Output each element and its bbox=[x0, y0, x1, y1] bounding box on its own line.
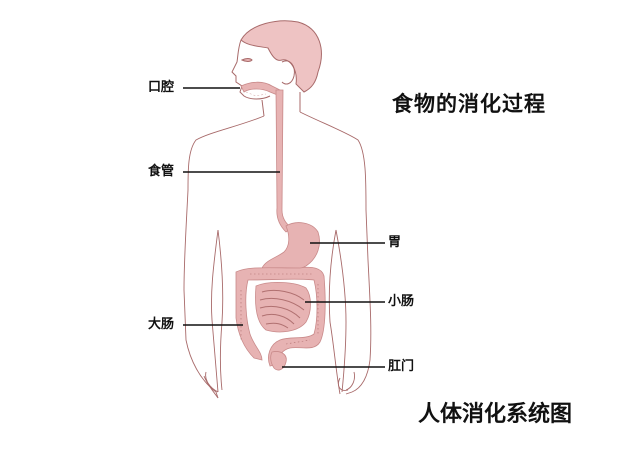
title-digestive-system: 人体消化系统图 bbox=[418, 402, 573, 427]
title-digestion-process: 食物的消化过程 bbox=[392, 91, 546, 116]
esophagus bbox=[275, 89, 293, 233]
oral-cavity bbox=[240, 81, 281, 97]
leader-lines bbox=[183, 87, 385, 368]
stomach bbox=[261, 222, 320, 272]
label-esophagus: 食管 bbox=[148, 164, 175, 179]
human-head bbox=[231, 20, 322, 117]
label-mouth: 口腔 bbox=[148, 80, 175, 95]
neck-front bbox=[261, 99, 265, 117]
label-stomach: 胃 bbox=[388, 235, 402, 250]
ear bbox=[281, 60, 295, 85]
label-anus: 肛门 bbox=[388, 359, 415, 374]
hair bbox=[240, 20, 322, 93]
label-small-intestine: 小肠 bbox=[388, 294, 415, 309]
eye bbox=[240, 58, 253, 62]
colon-haustra-marks bbox=[240, 273, 319, 345]
small-intestine bbox=[255, 282, 311, 333]
rectum bbox=[270, 351, 287, 371]
face-profile bbox=[231, 39, 271, 100]
torso-outline bbox=[183, 111, 372, 399]
label-large-intestine: 大肠 bbox=[148, 317, 175, 332]
